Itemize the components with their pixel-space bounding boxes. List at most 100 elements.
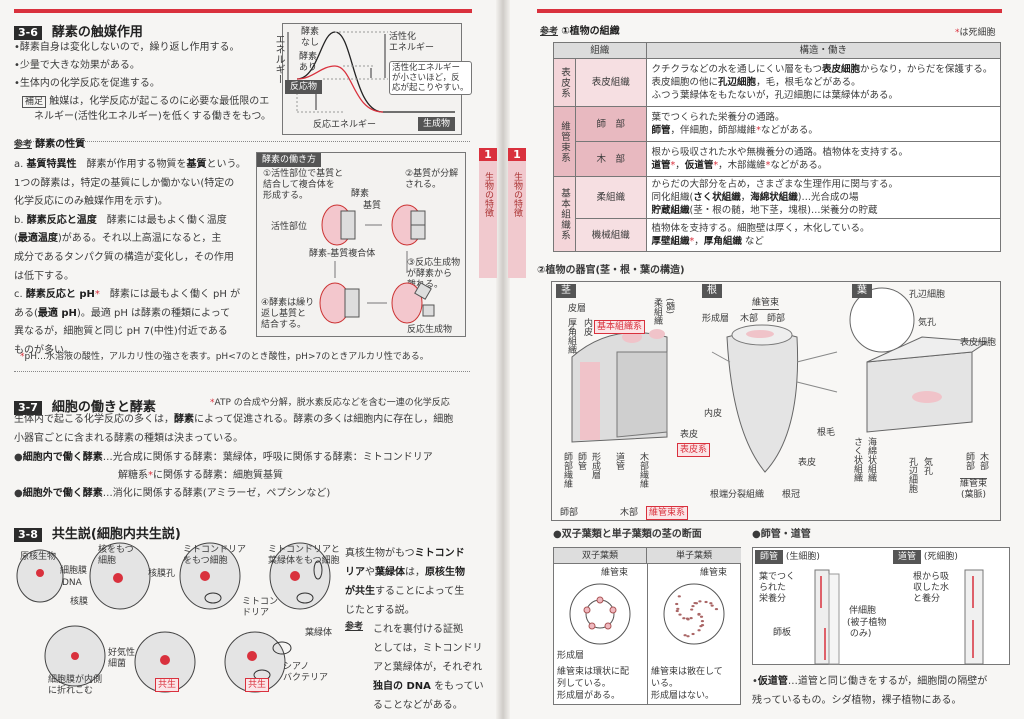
right-side-tab: 1 生物の特徴: [508, 148, 526, 278]
footnote-marker: *: [955, 28, 960, 38]
step-3: ③反応生成物が酵素から離れる。: [407, 258, 461, 290]
section-title: 共生説(細胞内共生説): [51, 527, 181, 542]
vessel-heading: 道管 (死細胞): [893, 550, 958, 564]
bold-term: 海綿状組織: [750, 192, 798, 203]
label: 厚角組織: [566, 318, 576, 354]
water-label: 根から吸収した水と養分: [913, 572, 950, 604]
nutrients-label: 葉でつくられた栄養分: [759, 572, 796, 604]
text-line: は低下する。: [14, 268, 254, 287]
root-drawing: [711, 324, 838, 473]
text-segment: することによって生: [375, 586, 465, 597]
chapter-label: 生物の特徴: [483, 172, 493, 217]
bold-term: 原核生物: [425, 567, 465, 578]
vascular-bundle-dot: [704, 600, 708, 604]
bold-term: 厚角組織: [703, 236, 742, 247]
bold-term: 師管: [651, 125, 671, 136]
substrate-label: 基質: [363, 201, 382, 211]
vascular-bundle-dot: [697, 629, 701, 632]
desc-cell: クチクラなどの水を通しにくい層をもつ表皮細胞からなり，からだを保護する。表皮細胞…: [645, 58, 1002, 107]
text-segment: ，: [675, 160, 685, 171]
text-segment: ある(: [14, 307, 38, 319]
active-site-label: 活性部位: [271, 222, 308, 232]
label: 孔辺細胞: [907, 457, 917, 493]
curve-no-enzyme: [296, 31, 455, 113]
text-segment: という。: [206, 159, 246, 170]
label: 内皮: [704, 409, 723, 419]
text-segment: ，: [694, 236, 704, 247]
vascular-bundle-dot: [698, 600, 702, 603]
label: 維管束: [700, 568, 728, 578]
text-line: 表皮細胞の他に孔辺細胞，毛，根毛などがある。: [652, 76, 995, 89]
section-number: 3-7: [14, 401, 42, 415]
endosymbiosis-diagram: [16, 542, 331, 693]
text-line: 残っているもの。シダ植物，裸子植物にある。: [752, 691, 987, 710]
label: ミトコンドリアと葉緑体をもつ細胞: [268, 545, 340, 566]
system-cell: 維管束系: [553, 106, 576, 177]
text-segment: …光合成に関係する酵素：葉緑体，呼吸に関係する酵素：ミトコンドリア: [102, 452, 433, 463]
label: 表皮: [798, 458, 817, 468]
text-line: 貯蔵組織(茎・根の髄，地下茎，塊根)…栄養分の貯蔵: [652, 204, 995, 217]
vascular-bundle-dot: [678, 613, 682, 616]
evidence-text: これを裏付ける証拠としては，ミトコンドリアと葉緑体が，それぞれ独自の DNA を…: [373, 620, 484, 715]
label: ミトコンドリアをもつ細胞: [183, 545, 247, 566]
vascular-bundle-dot: [682, 617, 686, 620]
body-line: ●細胞内で働く酵素…光合成に関係する酵素：葉緑体，呼吸に関係する酵素：ミトコンド…: [14, 451, 433, 464]
body-line: 生体内で起こる化学反応の多くは，酵素によって促進される。酵素の多くは細胞内に存在…: [14, 413, 453, 426]
text-segment: に関係する酵素：細胞質基質: [153, 470, 283, 481]
products-label: 反応生成物: [407, 325, 453, 335]
divider: [14, 141, 470, 142]
body-line: ●細胞外で働く酵素…消化に関係する酵素(アミラーゼ，ペプシンなど): [14, 487, 330, 500]
label: DNA: [62, 578, 82, 588]
text-line: a. 基質特異性 酵素が作用する物質を基質という。: [14, 156, 254, 175]
footnote-marker: *: [210, 398, 215, 408]
text-line: 解糖系*に関係する酵素：細胞質基質: [118, 469, 283, 482]
no-enzyme-label: 酵素なし: [301, 27, 320, 48]
tubes-diagram: 師管 (生細胞) 道管 (死細胞) 葉でつくられた栄養分 師板 伴細胞 (被子植…: [752, 547, 1010, 665]
props-body: a. 基質特異性 酵素が作用する物質を基質という。1つの酵素は，特定の基質にしか…: [14, 156, 254, 361]
text-segment: 根から吸収された水や無機養分の通路。植物体を支持する。: [651, 147, 909, 158]
epidermal-system-badge: 表皮系: [677, 443, 711, 457]
vascular-bundle-dot: [714, 607, 719, 611]
vascular-bundle-dot: [683, 634, 687, 637]
vascular-bundle-dot: [709, 602, 713, 605]
step-2: ②基質が分解される。: [405, 169, 459, 190]
text-line: からだの大部分を占め，さまざまな生理作用に関与する。: [652, 178, 995, 191]
text-line: *ATP の合成や分解，脱水素反応などを含む一連の化学反応: [210, 398, 450, 409]
text-segment: 葉でつくられた栄養分の通路。: [651, 112, 785, 123]
text-line: 根から吸収された水や無機養分の通路。植物体を支持する。: [652, 146, 995, 159]
label: 師部: [767, 314, 786, 324]
text-segment: などがある。: [770, 160, 828, 171]
tissue-cell: 柔組織: [575, 176, 647, 219]
text-segment: ることなどがある。: [373, 700, 463, 711]
section-number: 3-6: [14, 26, 42, 40]
dicot-description: 維管束は環状に配列している。形成層がある。: [557, 667, 630, 701]
text-segment: ふつう葉緑体をもたないが，孔辺細胞には葉緑体がある。: [651, 90, 898, 101]
bold-term: さく状組織: [693, 192, 741, 203]
text-segment: 成分であるタンパク質の構造が変化し，その作用: [14, 251, 234, 263]
text-line: 生体内で起こる化学反応の多くは，酵素によって促進される。酵素の多くは細胞内に存在…: [14, 413, 453, 426]
stem-section-table: 双子葉類 単子葉類 維管束 維管束 形成層 維管束は環状に配列している。形成層が…: [553, 547, 741, 705]
text-segment: 植物体を支持する。細胞壁は厚く，木化している。: [651, 223, 870, 234]
book-gutter: [496, 0, 510, 719]
footnote-marker: *: [689, 236, 695, 247]
text-line: 道管*，仮道管*，木部繊維*などがある。: [652, 159, 995, 172]
note-line: 触媒は，化学反応が起こるのに必要な最低限のエ: [49, 96, 270, 107]
text-segment: クチクラなどの水を通しにくい層をもつ: [651, 64, 822, 75]
bold-term: 基質特異性: [26, 159, 77, 170]
footnote-marker: *: [148, 470, 153, 481]
label: 道管: [614, 452, 624, 470]
sections-title: ●双子葉類と単子葉類の茎の断面: [553, 529, 702, 540]
text-line: 異なるが，細胞質と同じ pH 7(中性)付近である: [14, 323, 254, 342]
vascular-bundle-dot: [686, 635, 690, 638]
text-segment: は死細胞: [959, 28, 996, 38]
enzyme-label: 酵素: [351, 189, 370, 199]
label: 孔辺細胞: [909, 290, 946, 300]
system-cell: 基本組織系: [553, 176, 576, 252]
bold-term: が共生: [345, 586, 375, 597]
footnote-marker: *: [94, 289, 100, 301]
text-segment: 残っているもの。シダ植物，裸子植物にある。: [752, 695, 962, 706]
text-segment: や: [365, 567, 375, 578]
label: 核膜孔: [148, 569, 176, 579]
label: 内皮: [582, 318, 592, 336]
text-line: 師管，伴細胞，師部繊維*などがある。: [652, 124, 995, 137]
